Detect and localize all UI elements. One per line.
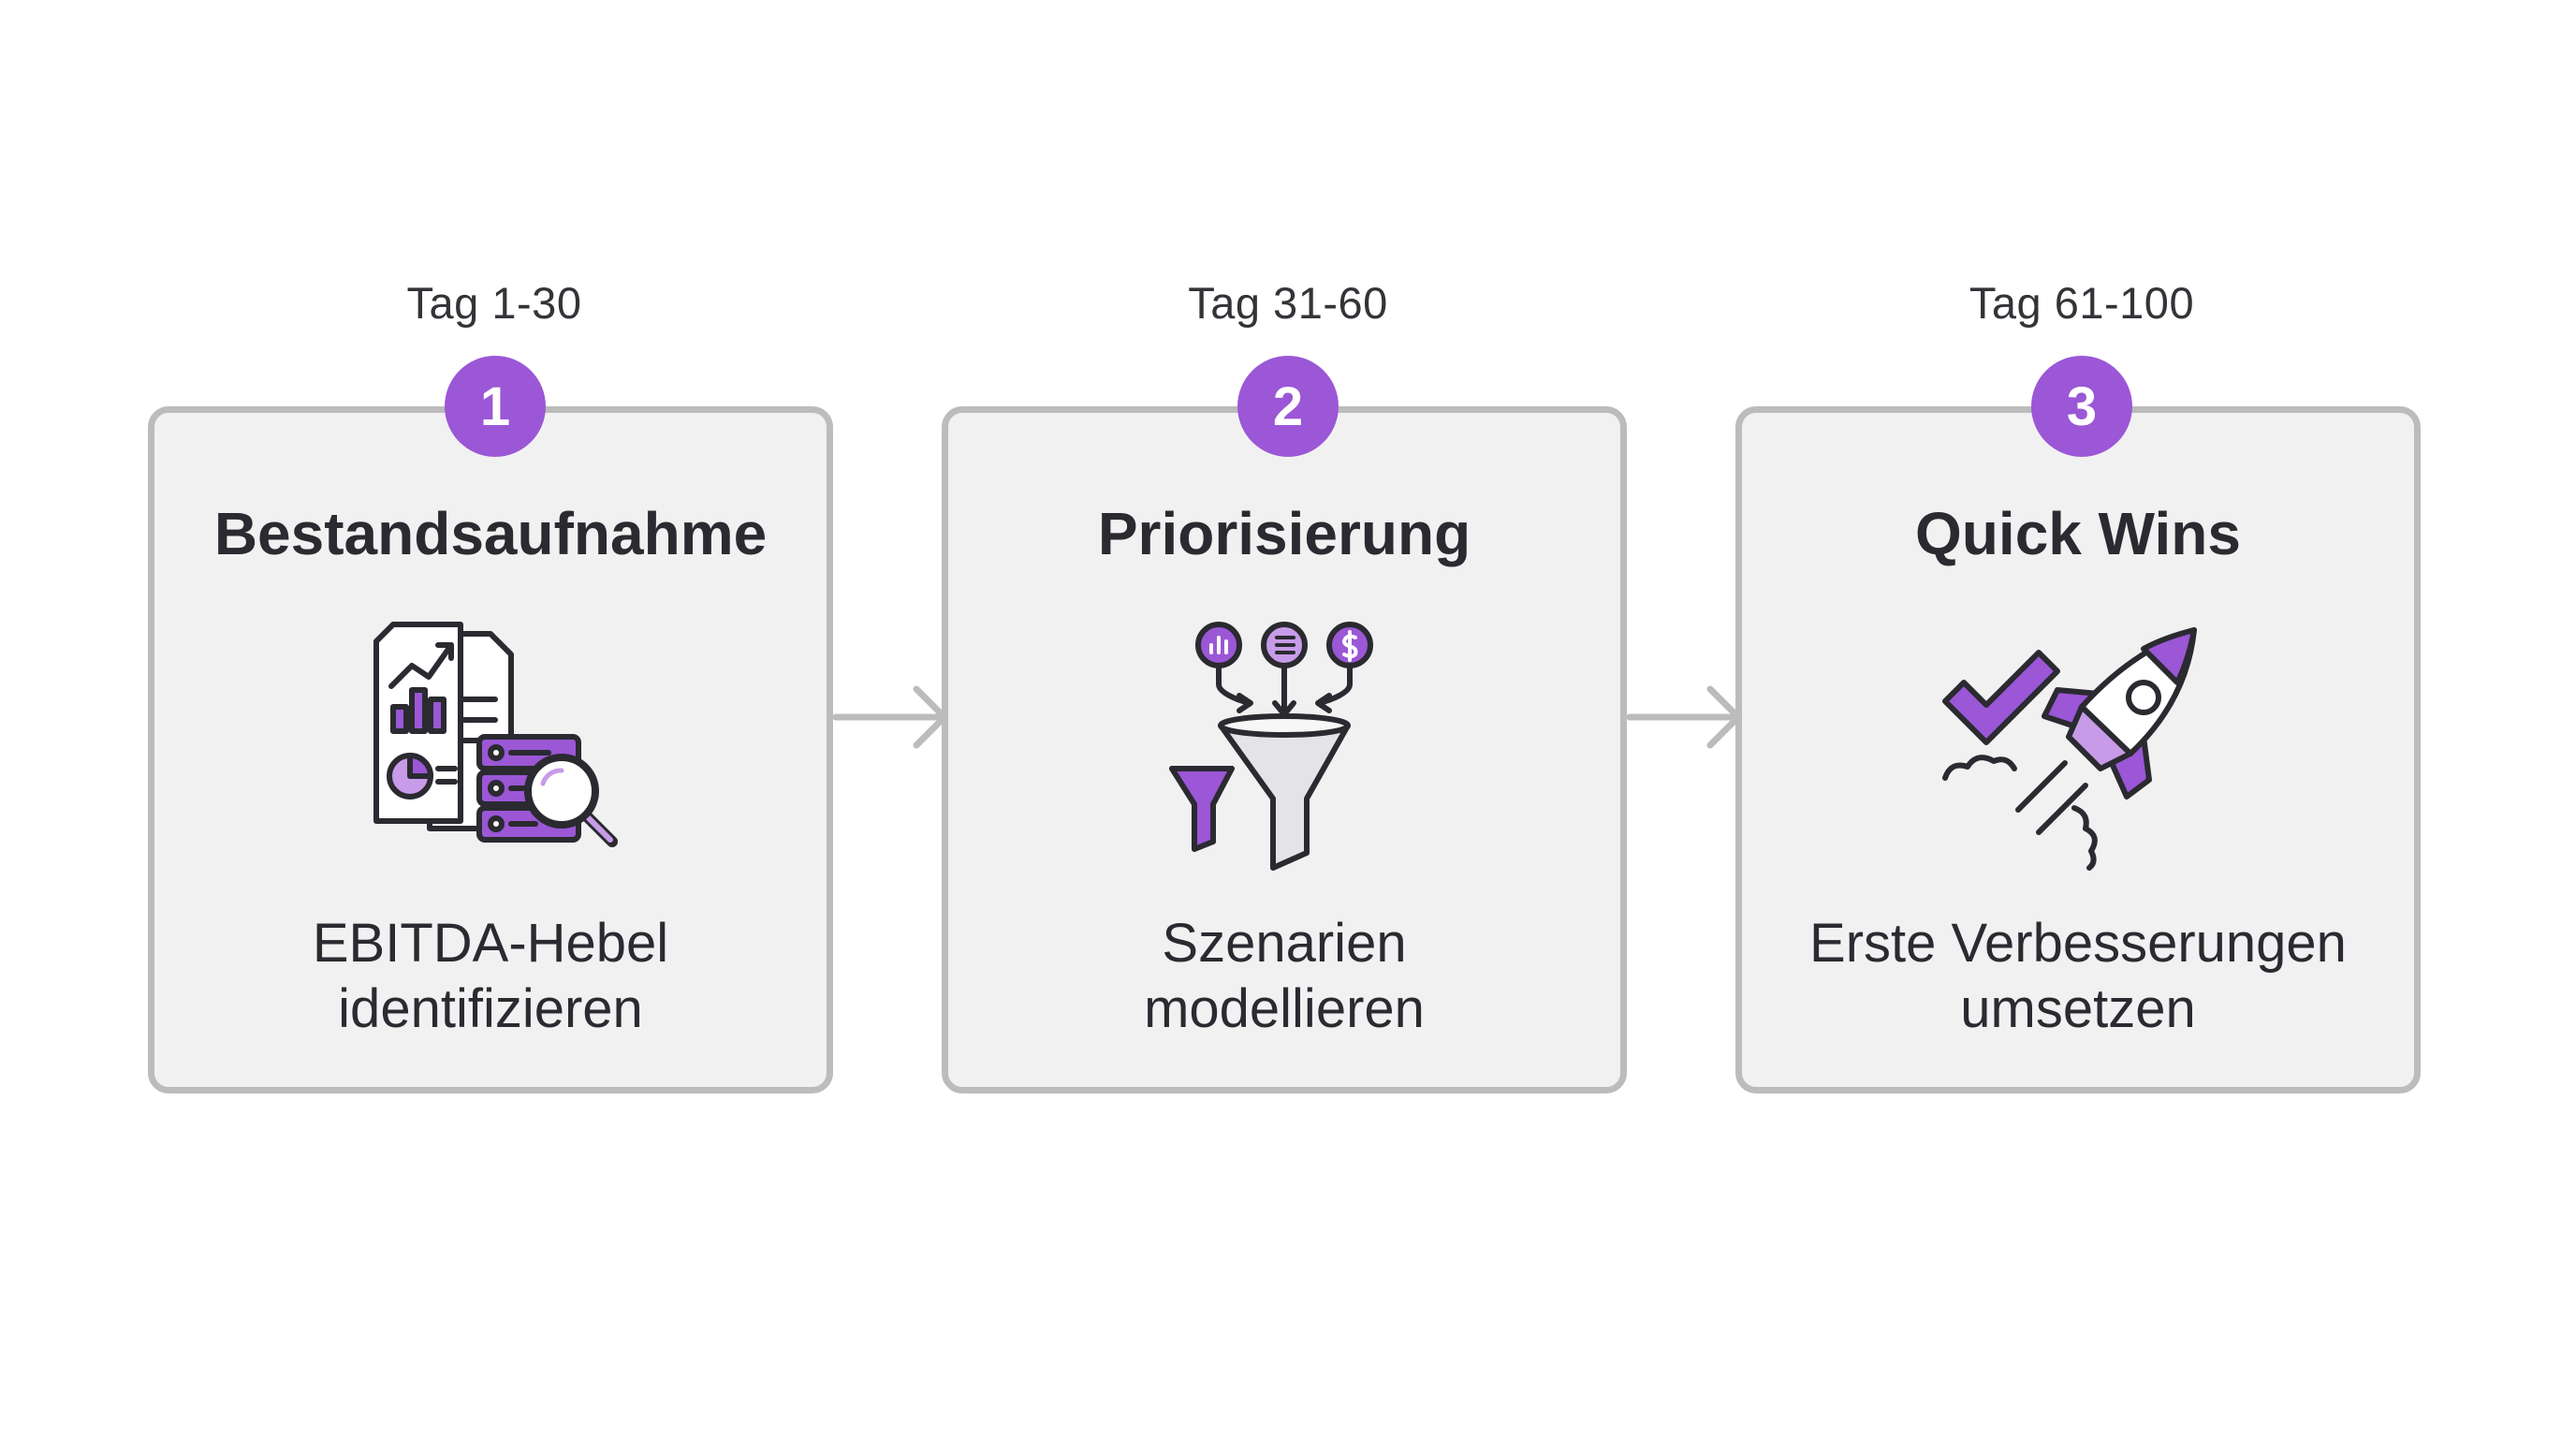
step-3-desc-line-1: Erste Verbesserungen: [1809, 913, 2347, 974]
step-2-period: Tag 31-60: [1188, 278, 1388, 328]
data-analysis-icon: [341, 596, 640, 877]
step-3-desc-line-2: umsetzen: [1960, 978, 2196, 1039]
step-1-desc-line-1: EBITDA-Hebel: [312, 913, 669, 974]
step-1-description: EBITDA-Hebel identifizieren: [154, 911, 827, 1042]
step-1-card: Bestandsaufnahme: [148, 406, 833, 1093]
arrow-right-icon: [832, 644, 958, 790]
step-2-desc-line-1: Szenarien: [1162, 913, 1407, 974]
step-2-desc-line-2: modellieren: [1144, 978, 1425, 1039]
step-2-description: Szenarien modellieren: [948, 911, 1620, 1042]
checkmark-rocket-icon: [1928, 596, 2228, 877]
step-1-period: Tag 1-30: [406, 278, 582, 328]
step-3-badge: 3: [2031, 356, 2132, 457]
arrow-right-icon: [1626, 644, 1751, 790]
step-3-description: Erste Verbesserungen umsetzen: [1742, 911, 2414, 1042]
step-2-card: Priorisierung: [942, 406, 1627, 1093]
step-1-badge: 1: [445, 356, 546, 457]
step-3-card: Quick Wins: [1735, 406, 2421, 1093]
step-2-title: Priorisierung: [1097, 500, 1471, 567]
step-1-title: Bestandsaufnahme: [213, 500, 768, 567]
funnel-icon: [1134, 596, 1434, 877]
step-2-badge: 2: [1237, 356, 1339, 457]
step-3-title: Quick Wins: [1915, 500, 2241, 567]
step-3-period: Tag 61-100: [1969, 278, 2195, 328]
step-1-desc-line-2: identifizieren: [338, 978, 643, 1039]
